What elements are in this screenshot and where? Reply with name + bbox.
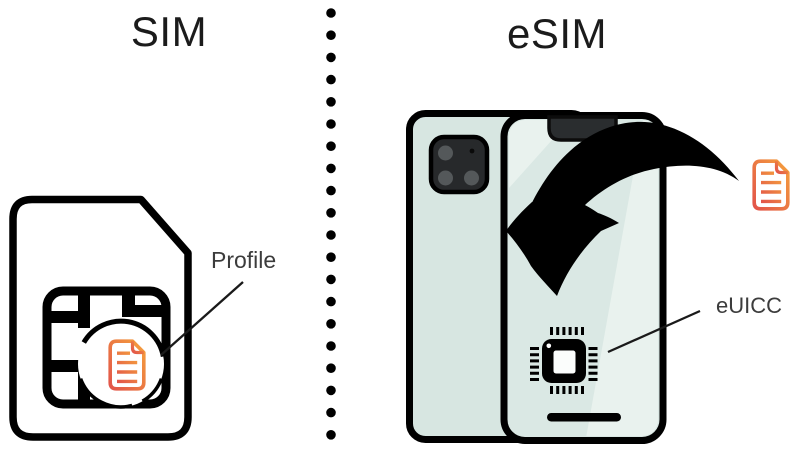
microchip-icon [530, 327, 598, 394]
phone-camera-icon [428, 134, 490, 195]
document-icon [752, 159, 790, 211]
curved-download-arrow-icon [506, 121, 739, 296]
esim-title: eSIM [506, 10, 608, 57]
home-bar [547, 413, 621, 422]
sim-title: SIM [130, 8, 208, 55]
screen-glare [509, 120, 658, 436]
euicc-leader-line [607, 309, 701, 354]
euicc-label: eUICC [716, 293, 783, 318]
profile-leader-line [160, 281, 244, 356]
sim-card-icon [9, 195, 244, 441]
profile-label: Profile [211, 247, 277, 273]
